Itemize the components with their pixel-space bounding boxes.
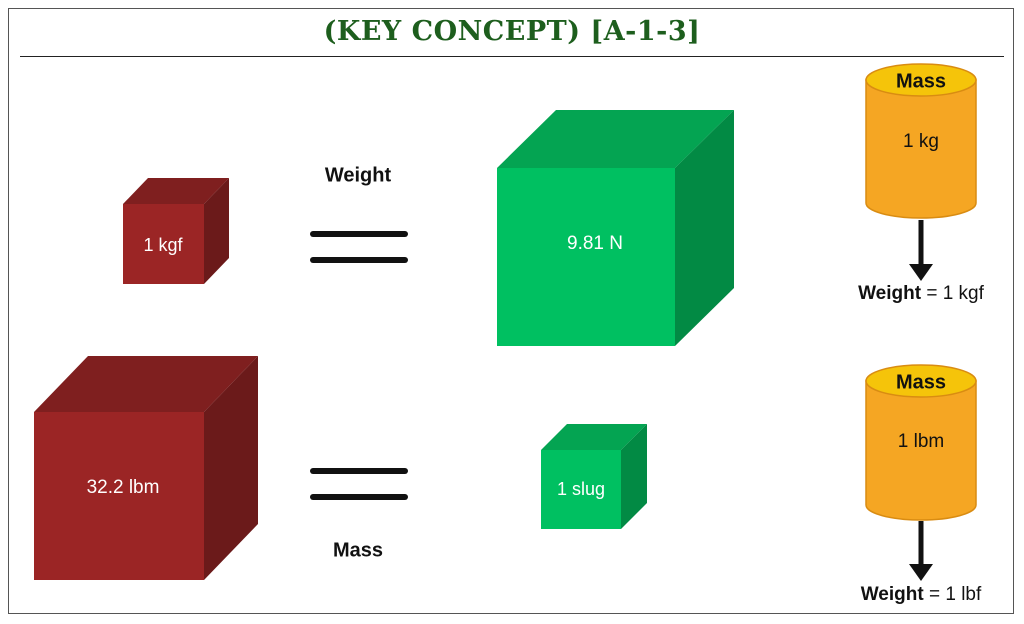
cube-1-slug: 1 slug	[541, 424, 647, 529]
equivalence-weight: Weight	[310, 164, 408, 263]
cube-1-kgf-top	[123, 178, 229, 204]
cube-1-slug-top	[541, 424, 647, 450]
cylinder-1-kg-body	[865, 79, 977, 219]
cube-9-81-n-label: 9.81 N	[567, 233, 623, 254]
cube-9-81-n-top	[497, 110, 734, 168]
weight-result-1-lbf: Weight = 1 lbf	[861, 584, 982, 605]
cube-9-81-n-front	[497, 168, 675, 346]
mass-cylinder-1-kg: Mass 1 kg Weight = 1 kgf	[858, 63, 985, 304]
cylinder-1-lbm-body-label: 1 lbm	[898, 431, 944, 452]
equivalence-mass: Mass	[310, 468, 408, 561]
weight-result-2-bold: Weight	[861, 584, 925, 605]
cube-1-kgf-label: 1 kgf	[143, 235, 183, 255]
cube-1-kgf-front	[123, 204, 204, 284]
cube-1-slug-front	[541, 450, 621, 529]
weight-result-1-value: = 1 kgf	[921, 283, 985, 304]
relation-weight-label: Weight	[325, 164, 392, 186]
cube-32-2-lbm-label: 32.2 lbm	[87, 477, 160, 498]
cube-1-slug-side	[621, 424, 647, 529]
weight-result-2-value: = 1 lbf	[924, 584, 982, 605]
cylinder-1-lbm-body	[865, 380, 977, 521]
cube-1-slug-label: 1 slug	[557, 479, 605, 499]
cylinder-1-kg-top-label: Mass	[896, 70, 946, 92]
cube-9-81-n: 9.81 N	[497, 110, 734, 346]
cube-32-2-lbm: 32.2 lbm	[34, 356, 258, 580]
cube-9-81-n-side	[675, 110, 734, 346]
cube-32-2-lbm-front	[34, 412, 204, 580]
down-arrow-icon	[909, 264, 933, 281]
weight-result-1-bold: Weight	[858, 283, 922, 304]
cylinder-1-kg-top	[865, 63, 977, 97]
cube-1-kgf-side	[204, 178, 229, 284]
title-divider	[20, 56, 1004, 57]
cube-1-kgf: 1 kgf	[123, 178, 229, 284]
cube-32-2-lbm-side	[204, 356, 258, 580]
cylinder-1-lbm-top	[865, 364, 977, 398]
cylinder-1-kg-body-label: 1 kg	[903, 131, 939, 152]
mass-cylinder-1-lbm: Mass 1 lbm Weight = 1 lbf	[861, 364, 982, 605]
down-arrow-icon-2	[909, 564, 933, 581]
relation-mass-label: Mass	[333, 539, 383, 561]
page-title: (KEY CONCEPT) [A-1-3]	[323, 16, 701, 47]
cube-32-2-lbm-top	[34, 356, 258, 412]
weight-result-1-kgf: Weight = 1 kgf	[858, 283, 985, 304]
cylinder-1-lbm-top-label: Mass	[896, 371, 946, 393]
